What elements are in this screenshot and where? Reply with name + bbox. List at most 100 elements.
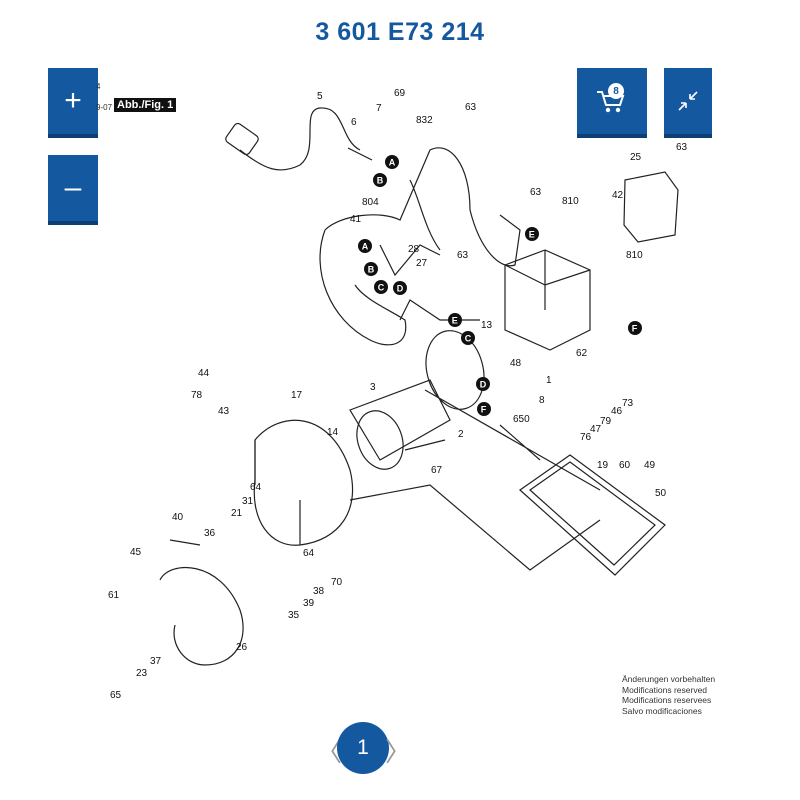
note-line: Modifications reservees	[622, 695, 712, 705]
part-label: 25	[630, 152, 642, 163]
part-label: 31	[242, 496, 254, 507]
part-label: 650	[513, 414, 530, 425]
callout-badge: F	[477, 402, 491, 416]
modification-notes: Änderungen vorbehalten Modifications res…	[622, 674, 715, 716]
callout-badge: D	[393, 281, 407, 295]
part-label: 6	[351, 117, 357, 128]
part-label: 19	[597, 460, 609, 471]
part-label: 41	[350, 214, 362, 225]
svg-text:B: B	[368, 265, 375, 275]
callout-badge: A	[385, 155, 399, 169]
note-line: Modifications reserved	[622, 684, 708, 695]
part-label: 1	[546, 375, 552, 386]
svg-text:E: E	[529, 230, 535, 240]
part-label: 26	[236, 642, 248, 653]
part-label: 27	[416, 258, 428, 269]
svg-text:C: C	[378, 283, 385, 293]
part-label: 3	[370, 382, 376, 393]
svg-text:D: D	[397, 284, 404, 294]
part-label: 67	[431, 465, 443, 476]
edge-marker-top: 4	[96, 82, 101, 91]
next-page-chevron-icon[interactable]: 〉	[385, 737, 412, 767]
part-label: 832	[416, 115, 433, 126]
cart-button[interactable]: 8	[577, 68, 647, 138]
svg-text:F: F	[481, 405, 487, 415]
note-line: Änderungen vorbehalten	[622, 674, 716, 684]
figure-tag: Abb./Fig. 1	[114, 98, 177, 112]
callout-badge: C	[461, 331, 475, 345]
part-label: 76	[580, 432, 592, 443]
svg-text:D: D	[480, 380, 487, 390]
part-label: 39	[303, 598, 315, 609]
part-label: 70	[331, 577, 343, 588]
part-label: 49	[644, 460, 656, 471]
plus-icon: +	[64, 84, 82, 117]
cart-count-badge: 8	[608, 83, 624, 99]
collapse-arrows-icon	[678, 91, 698, 111]
svg-text:F: F	[632, 324, 638, 334]
part-label: 65	[110, 690, 122, 701]
part-label: 60	[619, 460, 631, 471]
part-label: 38	[313, 586, 325, 597]
part-label: 64	[303, 548, 315, 559]
part-label: 17	[291, 390, 303, 401]
svg-text:A: A	[362, 242, 369, 252]
callout-badge: F	[628, 321, 642, 335]
part-label: 73	[622, 398, 634, 409]
part-label: 69	[394, 88, 406, 99]
part-label: 8	[539, 395, 545, 406]
part-label: 28	[408, 244, 420, 255]
part-label: 14	[327, 427, 339, 438]
part-label: 37	[150, 656, 162, 667]
minus-icon: –	[64, 171, 82, 204]
part-label: 46	[611, 406, 623, 417]
part-label: 40	[172, 512, 184, 523]
part-label: 36	[204, 528, 216, 539]
svg-text:E: E	[452, 316, 458, 326]
part-label: 5	[317, 91, 323, 102]
collapse-button[interactable]	[664, 68, 712, 138]
callout-badge: D	[476, 377, 490, 391]
note-line: Salvo modificaciones	[622, 705, 702, 716]
edge-marker-mid: 9-07	[96, 103, 113, 112]
page-title: 3 601 E73 214	[315, 18, 485, 46]
svg-text:A: A	[389, 158, 396, 168]
part-label: 2	[458, 429, 464, 440]
part-label: 50	[655, 488, 667, 499]
callout-badge: C	[374, 280, 388, 294]
part-label: 13	[481, 320, 493, 331]
part-label: 64	[250, 482, 262, 493]
callout-badge: E	[525, 227, 539, 241]
callout-badge: E	[448, 313, 462, 327]
part-label: 62	[576, 348, 588, 359]
part-label: 44	[198, 368, 210, 379]
part-label: 35	[288, 610, 300, 621]
part-label: 23	[136, 668, 148, 679]
part-label: 48	[510, 358, 522, 369]
part-label: 21	[231, 508, 243, 519]
callout-badge: B	[373, 173, 387, 187]
part-label: 63	[465, 102, 477, 113]
part-label: 810	[562, 196, 579, 207]
svg-text:C: C	[465, 334, 472, 344]
part-label: 78	[191, 390, 203, 401]
zoom-in-button[interactable]: +	[48, 68, 98, 138]
part-label: 42	[612, 190, 624, 201]
part-label: 63	[676, 142, 688, 153]
part-label: 47	[590, 424, 602, 435]
zoom-out-button[interactable]: –	[48, 155, 98, 225]
part-label: 810	[626, 250, 643, 261]
current-page-indicator[interactable]: 1	[337, 722, 389, 774]
pagination: 〈 1 〉	[0, 722, 800, 778]
part-label: 79	[600, 416, 612, 427]
part-label: 45	[130, 547, 142, 558]
part-label: 804	[362, 197, 379, 208]
part-label: 43	[218, 406, 230, 417]
callout-badge: A	[358, 239, 372, 253]
part-label: 7	[376, 103, 382, 114]
part-label: 63	[457, 250, 469, 261]
part-label: 61	[108, 590, 120, 601]
callout-badge: B	[364, 262, 378, 276]
part-label: 63	[530, 187, 542, 198]
